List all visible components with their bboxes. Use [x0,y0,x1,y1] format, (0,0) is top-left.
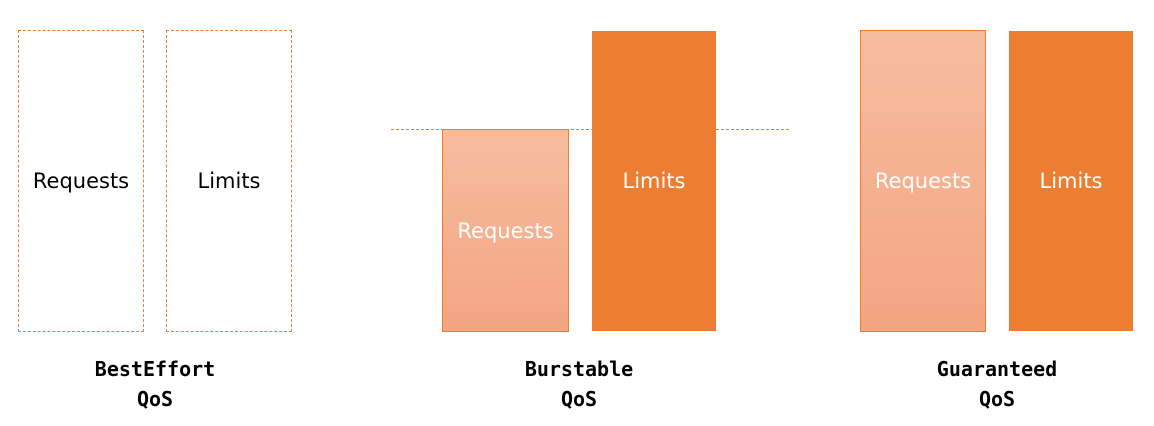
burstable-limits-label: Limits [622,169,686,193]
besteffort-requests-label: Requests [32,169,130,193]
guaranteed-caption-line1: Guaranteed [936,357,1058,381]
besteffort-limits-box: Limits [166,30,292,332]
burstable-requests-level-line [391,129,789,130]
guaranteed-caption: Guaranteed QoS [897,354,1097,414]
guaranteed-requests-label: Requests [874,169,972,193]
burstable-requests-box: Requests [442,129,569,332]
burstable-requests-label: Requests [457,218,554,243]
burstable-caption: Burstable QoS [479,354,679,414]
besteffort-caption-line2: QoS [136,387,174,411]
burstable-caption-line1: Burstable [524,357,634,381]
guaranteed-limits-label: Limits [1039,169,1103,193]
besteffort-requests-box: Requests [18,30,144,332]
guaranteed-limits-box: Limits [1009,31,1133,331]
guaranteed-caption-line2: QoS [978,387,1016,411]
burstable-limits-box: Limits [592,31,716,331]
besteffort-caption-line1: BestEffort [94,357,216,381]
besteffort-limits-label: Limits [197,169,261,193]
burstable-caption-line2: QoS [560,387,598,411]
guaranteed-requests-box: Requests [860,30,986,332]
besteffort-caption: BestEffort QoS [55,354,255,414]
